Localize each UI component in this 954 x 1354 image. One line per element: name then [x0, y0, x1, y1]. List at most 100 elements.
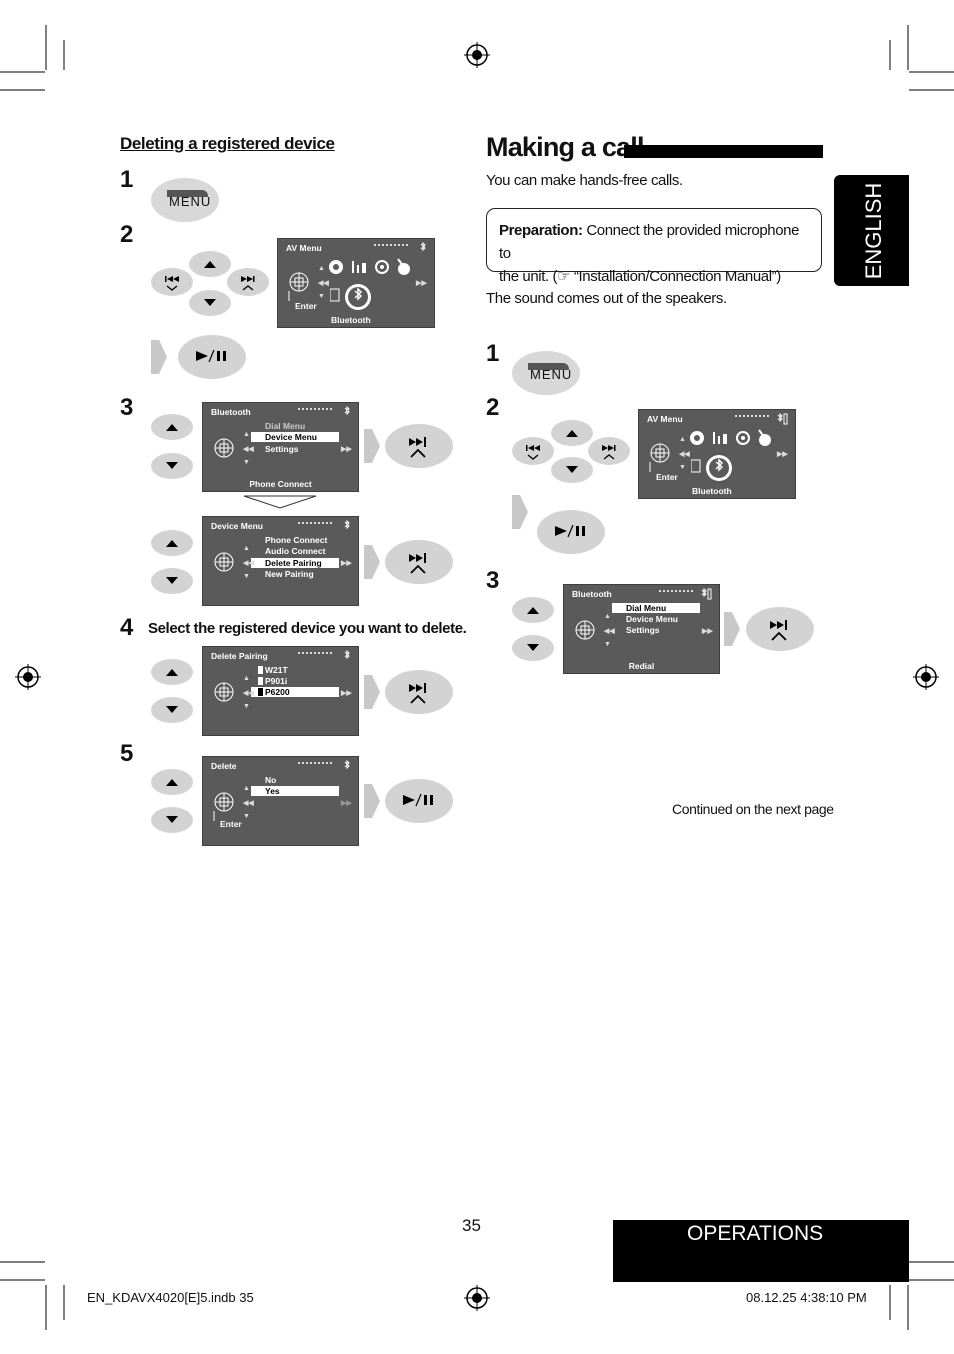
down-button[interactable] [151, 807, 193, 833]
bluetooth-menu-screen: Bluetooth Dial Menu Device Menu Settings… [563, 584, 720, 674]
menu-button[interactable]: MENU [151, 178, 219, 222]
flow-arrow-icon [364, 545, 380, 579]
menu-item: Settings [265, 444, 299, 454]
bluetooth-phone-status-icon [701, 588, 712, 600]
next-button[interactable] [588, 437, 630, 465]
bluetooth-status-icon [344, 760, 350, 770]
menu-item-selected: Delete Pairing [251, 558, 339, 568]
scroll-down-icon: ▼ [243, 459, 250, 466]
intro-text: You can make hands-free calls. [486, 172, 683, 189]
down-button[interactable] [151, 568, 193, 594]
previous-button[interactable] [151, 268, 193, 296]
previous-icon [165, 276, 179, 291]
down-button[interactable] [551, 457, 593, 483]
down-button[interactable] [151, 453, 193, 479]
next-enter-button[interactable] [385, 424, 453, 468]
menu-button[interactable]: MENU [512, 351, 580, 395]
screen-title: Bluetooth [572, 589, 612, 599]
step-number: 4 [120, 614, 134, 641]
av-source-icons [690, 429, 771, 446]
screen-dash [659, 590, 693, 594]
up-button[interactable] [151, 414, 193, 440]
down-button[interactable] [189, 290, 231, 316]
screen-dash [735, 415, 769, 419]
menu-button-line [167, 190, 208, 197]
preparation-label: Preparation: [499, 222, 583, 239]
next-enter-button[interactable] [385, 540, 453, 584]
down-arrow-icon [204, 299, 216, 306]
scroll-up-icon: ▲ [243, 785, 250, 792]
step4-instruction: Select the registered device you want to… [148, 620, 467, 637]
speakers-text: The sound comes out of the speakers. [486, 290, 727, 307]
play-pause-icon [196, 349, 226, 363]
screen-title: Delete [211, 761, 237, 771]
menu-button-label: MENU [530, 367, 573, 382]
play-pause-button[interactable] [537, 510, 605, 554]
scroll-down-icon: ▼ [243, 573, 250, 580]
next-icon [409, 683, 426, 704]
up-arrow-icon [166, 669, 178, 676]
up-arrow-icon [166, 779, 178, 786]
menu-item-selected: Device Menu [251, 432, 339, 442]
step-number: 5 [120, 740, 134, 767]
down-button[interactable] [512, 635, 554, 661]
play-pause-button[interactable] [178, 335, 246, 379]
heading-bar [624, 145, 823, 158]
bluetooth-icon [691, 455, 732, 481]
play-pause-button[interactable] [385, 779, 453, 823]
screen-title: Delete Pairing [211, 651, 268, 661]
step-number: 2 [486, 394, 500, 421]
av-menu-screen: AV Menu Enter ▲ ◀◀ ▼ ▶▶ Bluetooth [638, 409, 796, 499]
up-button[interactable] [151, 659, 193, 685]
screen-title: Device Menu [211, 521, 263, 531]
up-button[interactable] [189, 251, 231, 277]
down-button[interactable] [151, 697, 193, 723]
up-button[interactable] [151, 530, 193, 556]
down-arrow-icon [166, 577, 178, 584]
screen-bottom-item: Phone Connect [249, 479, 312, 489]
menu-item: Device Menu [626, 614, 678, 624]
up-button[interactable] [151, 769, 193, 795]
page-number: 35 [462, 1216, 481, 1235]
menu-item: Dial Menu [265, 421, 306, 431]
enter-label: Enter [295, 301, 317, 311]
device-item: P901i [265, 676, 288, 686]
next-button[interactable] [227, 268, 269, 296]
menu-button-line [528, 363, 569, 370]
up-arrow-icon [204, 261, 216, 268]
down-arrow-icon [166, 706, 178, 713]
next-enter-button[interactable] [385, 670, 453, 714]
preparation-text-1: Connect the provided microphone to [499, 222, 800, 262]
up-button[interactable] [551, 420, 593, 446]
next-enter-button[interactable] [746, 607, 814, 651]
scroll-up-icon: ▲ [604, 613, 611, 620]
device-item-selected: P6200 [251, 687, 339, 697]
up-arrow-icon [166, 424, 178, 431]
prev-icon: ◀◀ [243, 690, 254, 697]
registration-mark-right-icon [913, 664, 939, 690]
previous-icon [526, 445, 540, 460]
down-arrow-icon [527, 644, 539, 651]
flow-arrow-icon [364, 429, 380, 463]
up-button[interactable] [512, 597, 554, 623]
screen-dash [298, 522, 332, 526]
menu-item: Settings [626, 625, 660, 635]
flow-arrow-icon [364, 675, 380, 709]
flow-arrow-icon [151, 340, 167, 374]
screen-dash [298, 762, 332, 766]
english-tab-label: ENGLISH [861, 182, 886, 280]
previous-button[interactable] [512, 437, 554, 465]
bluetooth-label: Bluetooth [692, 486, 732, 496]
footer-timestamp: 08.12.25 4:38:10 PM [746, 1290, 867, 1305]
down-transition-icon [243, 495, 317, 509]
screen-dash [298, 652, 332, 656]
prev-icon: ◀◀ [318, 280, 329, 287]
menu-item: Audio Connect [265, 546, 326, 556]
step-number: 1 [486, 340, 500, 367]
phone-icons [258, 666, 263, 696]
screen-title: Bluetooth [211, 407, 251, 417]
prev-icon: ◀◀ [679, 451, 690, 458]
joystick-icon [213, 792, 234, 821]
next-icon: ▶▶ [416, 280, 427, 287]
enter-label: Enter [656, 472, 678, 482]
